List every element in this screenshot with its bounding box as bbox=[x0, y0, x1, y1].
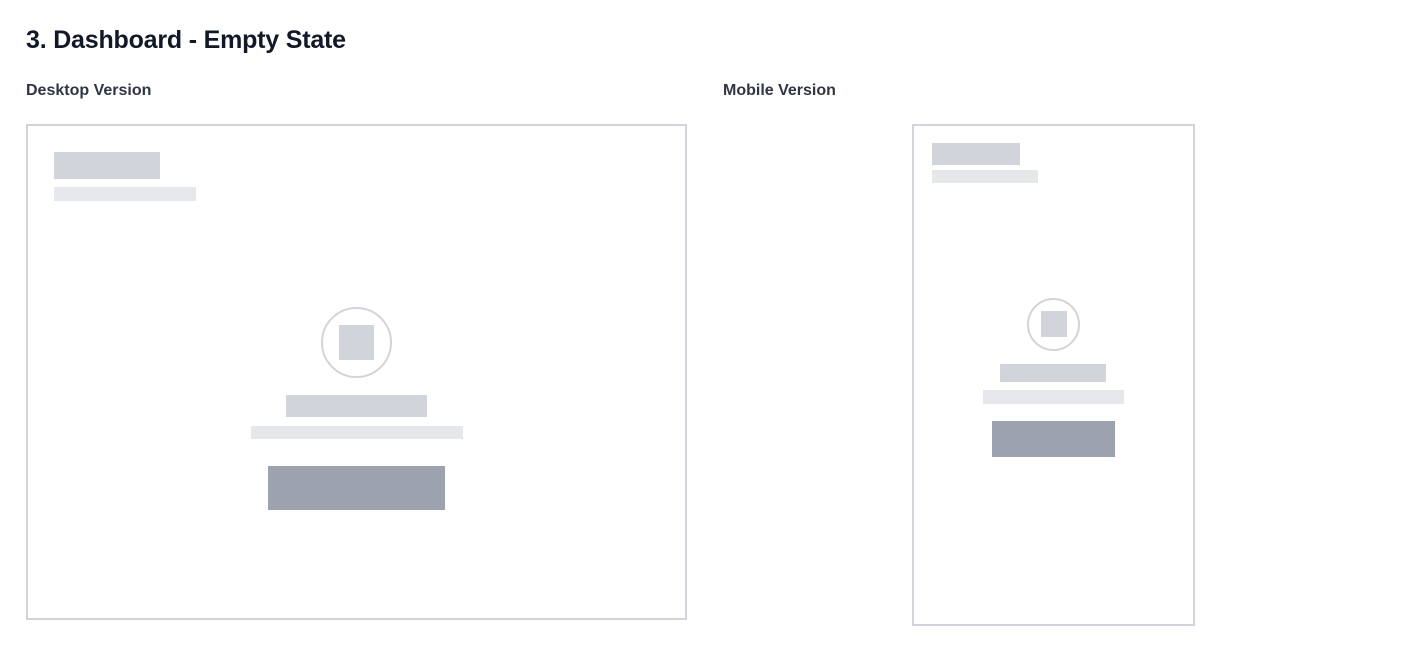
mobile-empty-title-placeholder bbox=[1000, 364, 1106, 382]
mobile-header-subtitle-placeholder bbox=[932, 170, 1038, 183]
placeholder-square-icon bbox=[339, 325, 374, 360]
mobile-header-title-placeholder bbox=[932, 143, 1020, 165]
desktop-version-label: Desktop Version bbox=[26, 82, 152, 99]
desktop-empty-description-placeholder bbox=[251, 426, 463, 439]
section-title: 3. Dashboard - Empty State bbox=[26, 26, 346, 54]
placeholder-square-icon bbox=[1041, 311, 1067, 337]
desktop-wireframe-frame bbox=[26, 124, 687, 620]
mobile-empty-description-placeholder bbox=[983, 390, 1124, 404]
desktop-cta-button-placeholder[interactable] bbox=[268, 466, 445, 510]
mobile-cta-button-placeholder[interactable] bbox=[992, 421, 1115, 457]
desktop-header-title-placeholder bbox=[54, 152, 160, 179]
desktop-header-subtitle-placeholder bbox=[54, 187, 196, 201]
mobile-empty-state-icon bbox=[1027, 298, 1080, 351]
desktop-empty-title-placeholder bbox=[286, 395, 427, 417]
desktop-empty-state-icon bbox=[321, 307, 392, 378]
mobile-wireframe-frame bbox=[912, 124, 1195, 626]
mobile-version-label: Mobile Version bbox=[723, 82, 836, 99]
